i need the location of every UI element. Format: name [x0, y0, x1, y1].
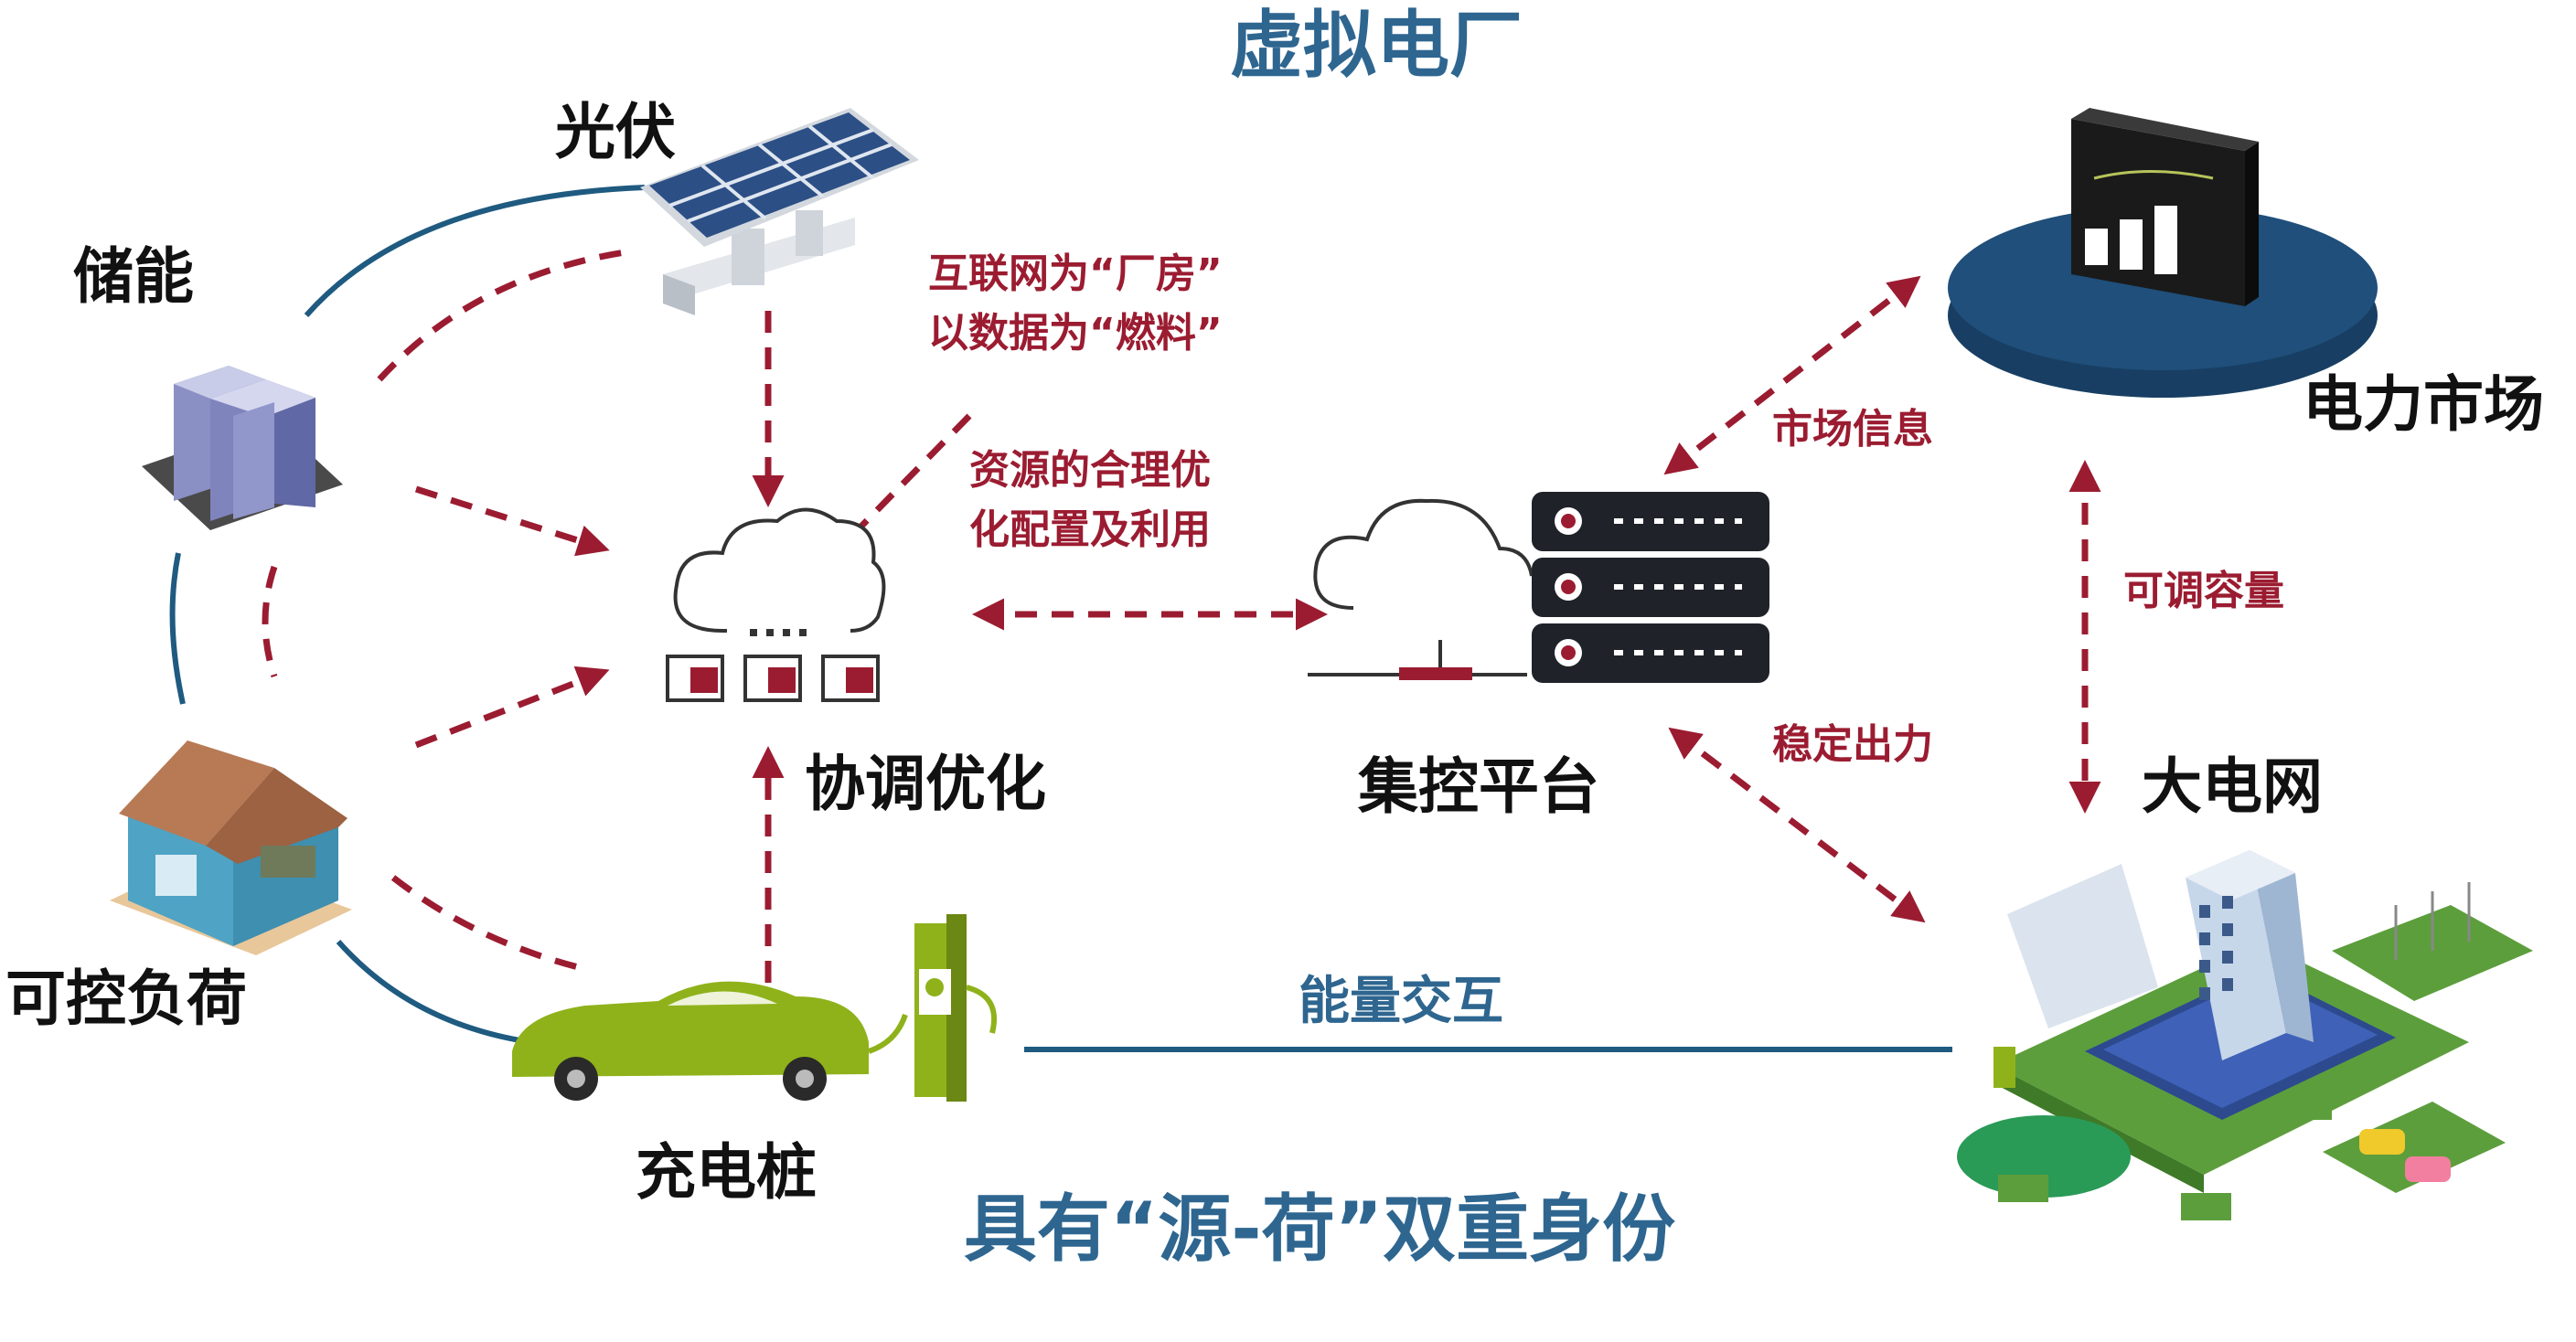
annotation-market-info: 市场信息 — [1772, 406, 1933, 453]
load-charger-arc — [336, 940, 531, 1045]
cloud-server-icon — [666, 507, 886, 702]
label-load: 可控负荷 — [5, 964, 247, 1034]
storage-to-coord-arrow — [414, 485, 610, 557]
annotation-resource-line2: 化配置及利用 — [969, 506, 1211, 553]
label-platform: 集控平台 — [1358, 751, 1599, 822]
dashed-flows — [262, 248, 2101, 983]
diagram-subtitle: 具有“源-荷”双重身份 — [963, 1187, 1676, 1272]
label-storage: 储能 — [73, 241, 194, 312]
platform-grid-arrow — [1668, 727, 1926, 923]
annotation-internet-line1: 互联网为“厂房” — [928, 250, 1223, 297]
solid-connectors — [169, 185, 1952, 1052]
charging-pile-icon — [867, 914, 998, 1102]
label-grid: 大电网 — [2142, 751, 2323, 822]
internet-pointer — [839, 413, 972, 549]
storage-load-arc — [169, 552, 186, 705]
ev-car-icon — [512, 981, 869, 1101]
pv-storage-arc — [304, 185, 646, 317]
label-market: 电力市场 — [2303, 369, 2544, 440]
label-coord: 协调优化 — [805, 749, 1046, 819]
market-chart-icon — [1948, 108, 2378, 398]
load-charger-dash — [390, 875, 586, 973]
storage-load-dash — [262, 565, 278, 678]
annotation-internet-line2: 以数据为“燃料” — [928, 310, 1223, 357]
diagram-title: 虚拟电厂 — [1230, 3, 1523, 88]
annotation-resource-line1: 资源的合理优 — [969, 447, 1211, 494]
pv-storage-dash — [377, 248, 632, 382]
smart-city-icon — [1957, 850, 2533, 1220]
annotation-adjustable-capacity: 可调容量 — [2123, 568, 2284, 614]
annotation-stable-output: 稳定出力 — [1772, 721, 1933, 768]
battery-cabinet-icon — [142, 366, 343, 530]
platform-market-arrow — [1663, 275, 1921, 475]
load-to-coord-arrow — [414, 666, 610, 749]
solar-panel-icon — [640, 108, 919, 315]
annotation-energy-exchange: 能量交互 — [1299, 972, 1503, 1031]
label-charger: 充电桩 — [636, 1137, 817, 1208]
server-rack-icon — [1308, 492, 1769, 683]
house-icon — [110, 740, 352, 955]
label-pv: 光伏 — [555, 97, 676, 167]
